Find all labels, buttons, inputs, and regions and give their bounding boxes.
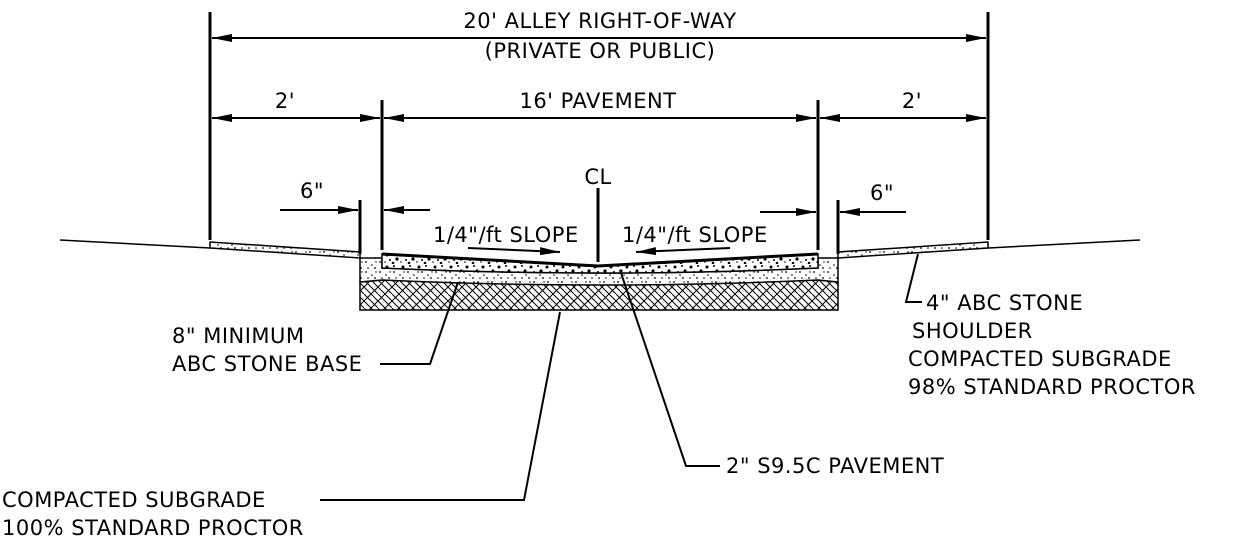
right-offset-label: 6"	[870, 181, 894, 205]
right-shoulder	[837, 241, 989, 259]
left-shoulder	[209, 241, 361, 259]
centerline-label: CL	[584, 165, 611, 189]
subgrade-main-callout-line2: 100% STANDARD PROCTOR	[2, 516, 304, 540]
row-note-label: (PRIVATE OR PUBLIC)	[485, 39, 716, 63]
subgrade-shoulder-callout-line1: COMPACTED SUBGRADE	[908, 347, 1172, 371]
right-slope-label: 1/4"/ft SLOPE	[622, 223, 768, 247]
left-slope-arrow	[467, 247, 561, 256]
base-leader	[380, 281, 459, 365]
base-callout-line2: ABC STONE BASE	[172, 352, 362, 376]
subgrade-main-callout-line1: COMPACTED SUBGRADE	[2, 488, 266, 512]
shoulder-callout-line2: SHOULDER	[912, 319, 1033, 343]
right-shoulder-width-label: 2'	[902, 89, 922, 113]
left-shoulder-width-label: 2'	[275, 89, 295, 113]
subgrade-shoulder-callout-line2: 98% STANDARD PROCTOR	[908, 375, 1196, 399]
s95c-pavement	[381, 253, 819, 274]
pavement-surface	[381, 252, 819, 268]
pavement-width-label: 16' PAVEMENT	[519, 89, 676, 113]
subgrade-leader	[320, 311, 561, 501]
base-callout-line1: 8" MINIMUM	[172, 324, 305, 348]
pavement-leader	[619, 269, 720, 467]
left-slope-label: 1/4"/ft SLOPE	[433, 223, 579, 247]
row-width-label: 20' ALLEY RIGHT-OF-WAY	[463, 9, 736, 33]
shoulder-leader	[904, 253, 922, 303]
right-slope-arrow	[635, 247, 731, 256]
existing-grade-right	[987, 239, 1141, 249]
existing-grade-left	[59, 239, 211, 249]
pavement-callout: 2" S9.5C PAVEMENT	[726, 454, 944, 478]
left-offset-label: 6"	[300, 179, 324, 203]
shoulder-callout-line1: 4" ABC STONE	[926, 291, 1083, 315]
